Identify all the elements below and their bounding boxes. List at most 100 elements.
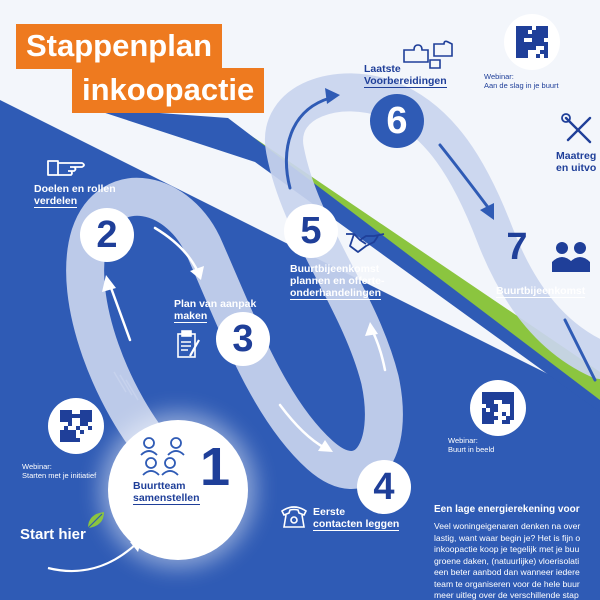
qr-module (80, 410, 84, 414)
webinar-buurt-subtitle: Buurt in beeld (448, 445, 495, 454)
qr-module (68, 414, 72, 418)
qr-module (524, 34, 528, 38)
qr-module (506, 392, 510, 396)
qr-module (494, 416, 498, 420)
qr-module (524, 30, 528, 34)
step-4-label-line-2: contacten leggen (313, 518, 400, 531)
qr-module (486, 392, 490, 396)
qr-module (528, 26, 532, 30)
qr-module (76, 414, 80, 418)
qr-code-webinar-buurt[interactable] (470, 380, 526, 436)
webinar-buurt: Webinar: Buurt in beeld (448, 436, 494, 454)
step-4-circle[interactable]: 4 (357, 460, 411, 514)
qr-module (68, 434, 72, 438)
step-2-label-line-1: Doelen en rollen (34, 183, 116, 195)
step-8-label-line-1: Maatreg (556, 150, 597, 162)
qr-module (528, 34, 532, 38)
qr-module (60, 438, 64, 442)
qr-module (494, 404, 498, 408)
qr-module (506, 420, 510, 424)
qr-module (88, 418, 92, 422)
step-2-circle[interactable]: 2 (80, 208, 134, 262)
info-line: team te organiseren voor de hele buur (434, 578, 580, 589)
title-line-2: inkoopactie (72, 68, 265, 113)
qr-module (486, 420, 490, 424)
qr-module (510, 416, 514, 420)
step-5-circle[interactable]: 5 (284, 204, 338, 258)
qr-module (510, 396, 514, 400)
info-line: groene daken, (natuurlijke) vloerisolati (434, 555, 580, 566)
qr-module (76, 426, 80, 430)
step-3-circle[interactable]: 3 (216, 312, 270, 366)
qr-module (540, 42, 544, 46)
qr-module (516, 42, 520, 46)
step-7-circle[interactable]: 7 (506, 226, 528, 268)
step-4-label: Eerste contacten leggen (313, 506, 400, 532)
qr-module (502, 396, 506, 400)
people-icon (552, 242, 590, 272)
qr-module (60, 410, 64, 414)
step-7-label: Buurtbijeenkomst (496, 285, 586, 299)
qr-module (486, 416, 490, 420)
qr-module (506, 396, 510, 400)
qr-module (520, 34, 524, 38)
qr-module (540, 34, 544, 38)
step-1-label-line-1: Buurtteam (133, 480, 186, 492)
qr-module (84, 410, 88, 414)
qr-module (482, 400, 486, 404)
webinar-start: Webinar: Starten met je initiatief (22, 462, 96, 480)
qr-module (536, 54, 540, 58)
step-8-label: Maatreg en uitvo (556, 150, 596, 175)
qr-module (490, 420, 494, 424)
qr-module (80, 414, 84, 418)
group-icon (140, 437, 185, 476)
qr-module (84, 418, 88, 422)
qr-module (486, 412, 490, 416)
step-6-circle[interactable]: 6 (370, 94, 424, 148)
step-1-number: 1 (200, 437, 231, 497)
qr-module (506, 416, 510, 420)
qr-module (524, 50, 528, 54)
qr-code-webinar-aan-de-slag[interactable] (504, 14, 560, 70)
qr-module (532, 42, 536, 46)
handshake-icon (346, 233, 385, 253)
qr-module (544, 30, 548, 34)
info-line: lastig, want waar begin je? Het is fijn … (434, 532, 581, 543)
qr-module (516, 26, 520, 30)
qr-module (536, 26, 540, 30)
qr-code-webinar-start[interactable] (48, 398, 104, 454)
step-1-label: Buurtteam samenstellen (133, 480, 200, 506)
qr-pattern-icon (516, 26, 548, 58)
step-1-circle[interactable] (108, 420, 248, 560)
step-5-label-line-2: plannen en offerte- (290, 275, 385, 287)
qr-module (540, 26, 544, 30)
qr-module (486, 400, 490, 404)
qr-module (482, 420, 486, 424)
qr-module (524, 54, 528, 58)
qr-module (544, 50, 548, 54)
step-3-label: Plan van aanpak maken (174, 298, 256, 324)
qr-module (510, 400, 514, 404)
qr-module (506, 400, 510, 404)
qr-module (532, 34, 536, 38)
puzzle-icon (403, 40, 453, 69)
qr-module (520, 46, 524, 50)
qr-module (540, 30, 544, 34)
qr-module (490, 416, 494, 420)
qr-module (520, 54, 524, 58)
qr-module (490, 408, 494, 412)
qr-module (524, 26, 528, 30)
step-3-label-line-2: maken (174, 310, 208, 323)
qr-module (502, 412, 506, 416)
qr-module (510, 412, 514, 416)
step-1-label-line-2: samenstellen (133, 492, 200, 505)
qr-module (540, 50, 544, 54)
start-arrow (47, 538, 142, 572)
qr-module (540, 38, 544, 42)
qr-module (490, 404, 494, 408)
qr-module (64, 438, 68, 442)
qr-module (80, 422, 84, 426)
start-label: Start hier (20, 526, 86, 543)
qr-module (520, 50, 524, 54)
